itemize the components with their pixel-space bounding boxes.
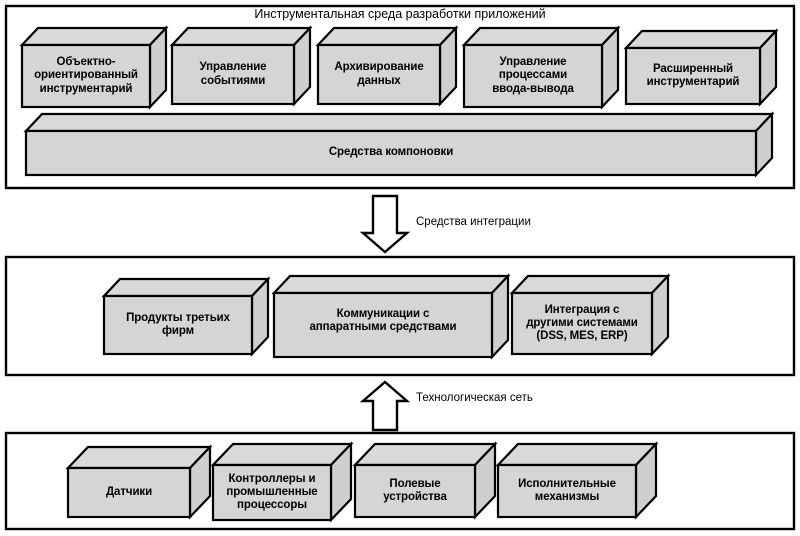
box-third-party-products [101, 276, 271, 357]
arrow-label-technological-network: Технологическая сеть [416, 392, 533, 404]
box-label-actuators: Исполнительные механизмы [518, 477, 616, 503]
box-actuators [495, 441, 659, 520]
box-label-field-devices: Полевые устройства [383, 477, 447, 503]
box-object-oriented-toolkit [19, 25, 169, 110]
box-extended-toolkit [623, 28, 779, 107]
box-label-systems-integration: Интеграция с другими системами (DSS, MES… [526, 303, 638, 343]
box-label-io-process-management: Управление процессами ввода-вывода [492, 56, 574, 95]
box-systems-integration [509, 273, 671, 357]
arrow-technological-network [359, 380, 411, 432]
box-controllers-processors [210, 441, 354, 523]
box-label-extended-toolkit: Расширенный инструментарий [646, 62, 740, 88]
arrow-integration-tools [359, 194, 411, 254]
box-composition-tools [23, 111, 775, 178]
box-field-devices [352, 441, 498, 520]
box-hardware-communications [271, 273, 511, 360]
box-sensors [65, 444, 213, 520]
box-label-controllers-processors: Контроллеры и промышленные процессоры [226, 472, 318, 512]
box-label-composition-tools: Средства компоновки [328, 146, 454, 159]
box-label-data-archiving: Архивирование данных [334, 61, 424, 87]
box-io-process-management [461, 25, 621, 110]
box-label-event-management: Управление событиями [199, 61, 267, 87]
arrow-label-integration-tools: Средства интеграции [416, 216, 531, 228]
box-label-sensors: Датчики [105, 485, 153, 498]
box-data-archiving [315, 25, 459, 107]
box-label-object-oriented-toolkit: Объектно- ориентированный инструментарий [34, 56, 138, 95]
box-label-third-party-products: Продукты третьих фирм [126, 311, 230, 337]
box-label-hardware-communications: Коммуникации с аппаратными средствами [309, 307, 457, 333]
box-event-management [169, 25, 313, 107]
layer-title-application-development-environment: Инструментальная среда разработки прилож… [254, 7, 546, 21]
